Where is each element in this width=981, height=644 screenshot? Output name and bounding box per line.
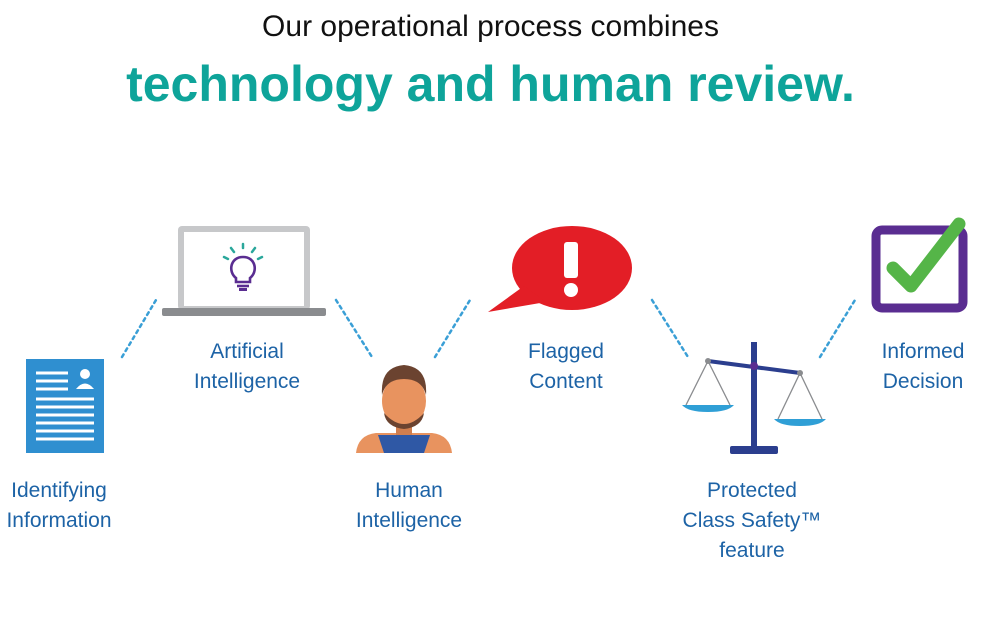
connector-1 [120, 298, 158, 359]
scales-icon [682, 342, 826, 454]
label-protected-class-safety: Protected Class Safety™ feature [682, 479, 822, 562]
connector-3 [433, 298, 472, 359]
checkmark-icon [871, 217, 968, 313]
connector-4 [650, 298, 690, 359]
label-flagged-content: Flagged Content [528, 340, 604, 393]
headline: technology and human review. [126, 56, 855, 112]
label-artificial-intelligence: Artificial Intelligence [193, 340, 301, 393]
laptop-lightbulb-icon [162, 226, 326, 316]
label-human-intelligence: Human Intelligence [355, 479, 463, 532]
subtitle: Our operational process combines [262, 10, 719, 43]
label-identifying-information: Identifying Information [6, 479, 112, 532]
alert-bubble-icon [488, 226, 632, 312]
document-icon [26, 359, 104, 453]
connector-5 [818, 298, 857, 359]
person-icon [356, 365, 452, 453]
connector-2 [334, 298, 374, 359]
label-informed-decision: Informed Decision [881, 340, 965, 393]
